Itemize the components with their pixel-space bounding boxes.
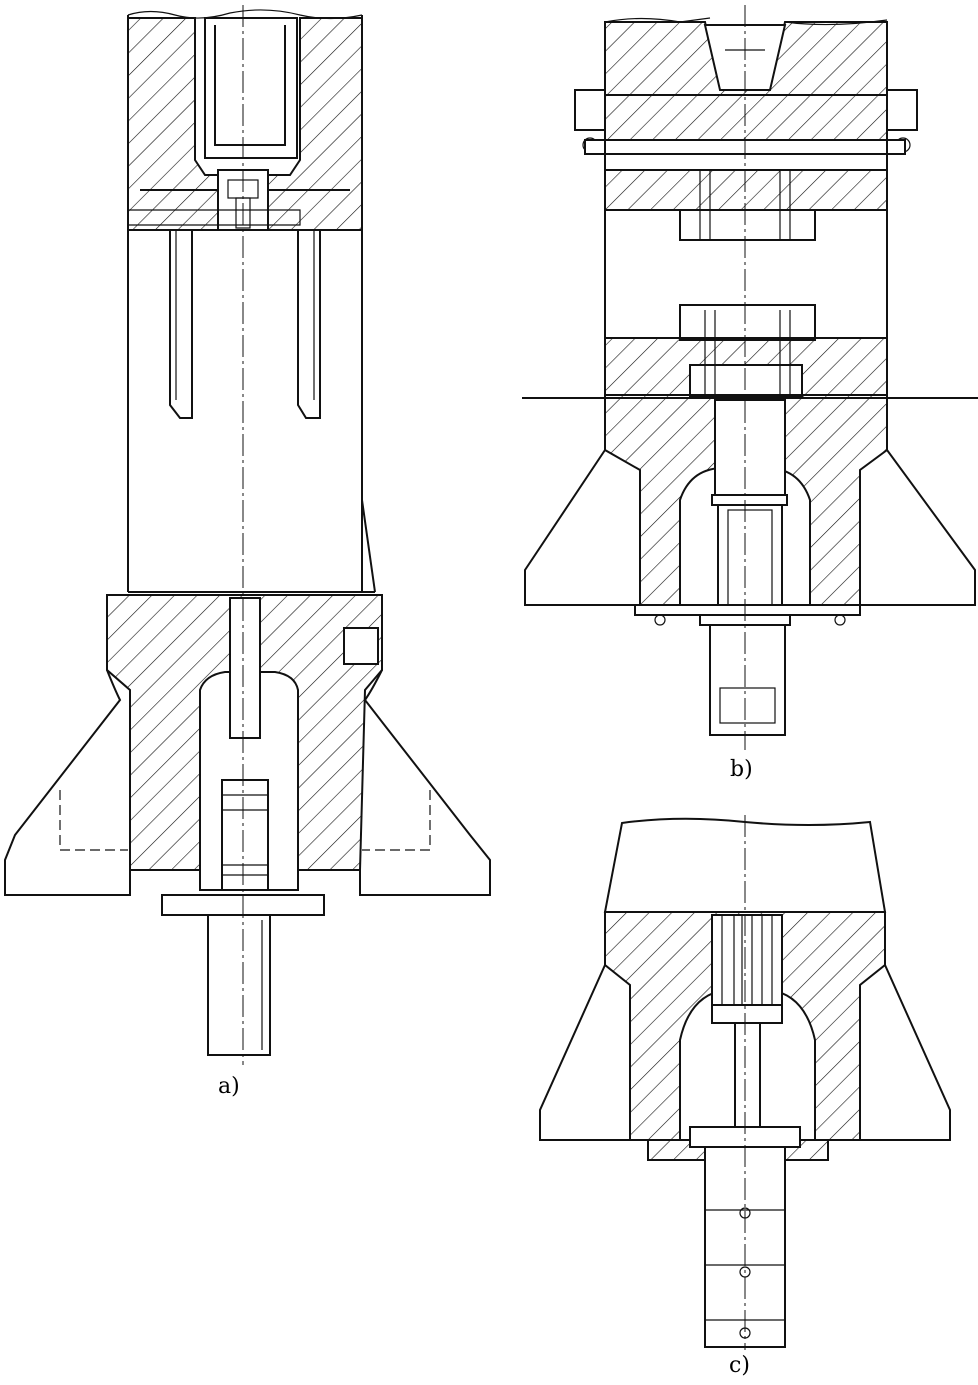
panel-b-drawing [522, 5, 978, 750]
panel-b-caption: b) [730, 757, 753, 782]
panel-c-drawing [539, 815, 951, 1350]
panel-a-caption: a) [218, 1074, 240, 1099]
panel-a-drawing [4, 5, 491, 1065]
panel-c-caption: c) [729, 1353, 750, 1378]
